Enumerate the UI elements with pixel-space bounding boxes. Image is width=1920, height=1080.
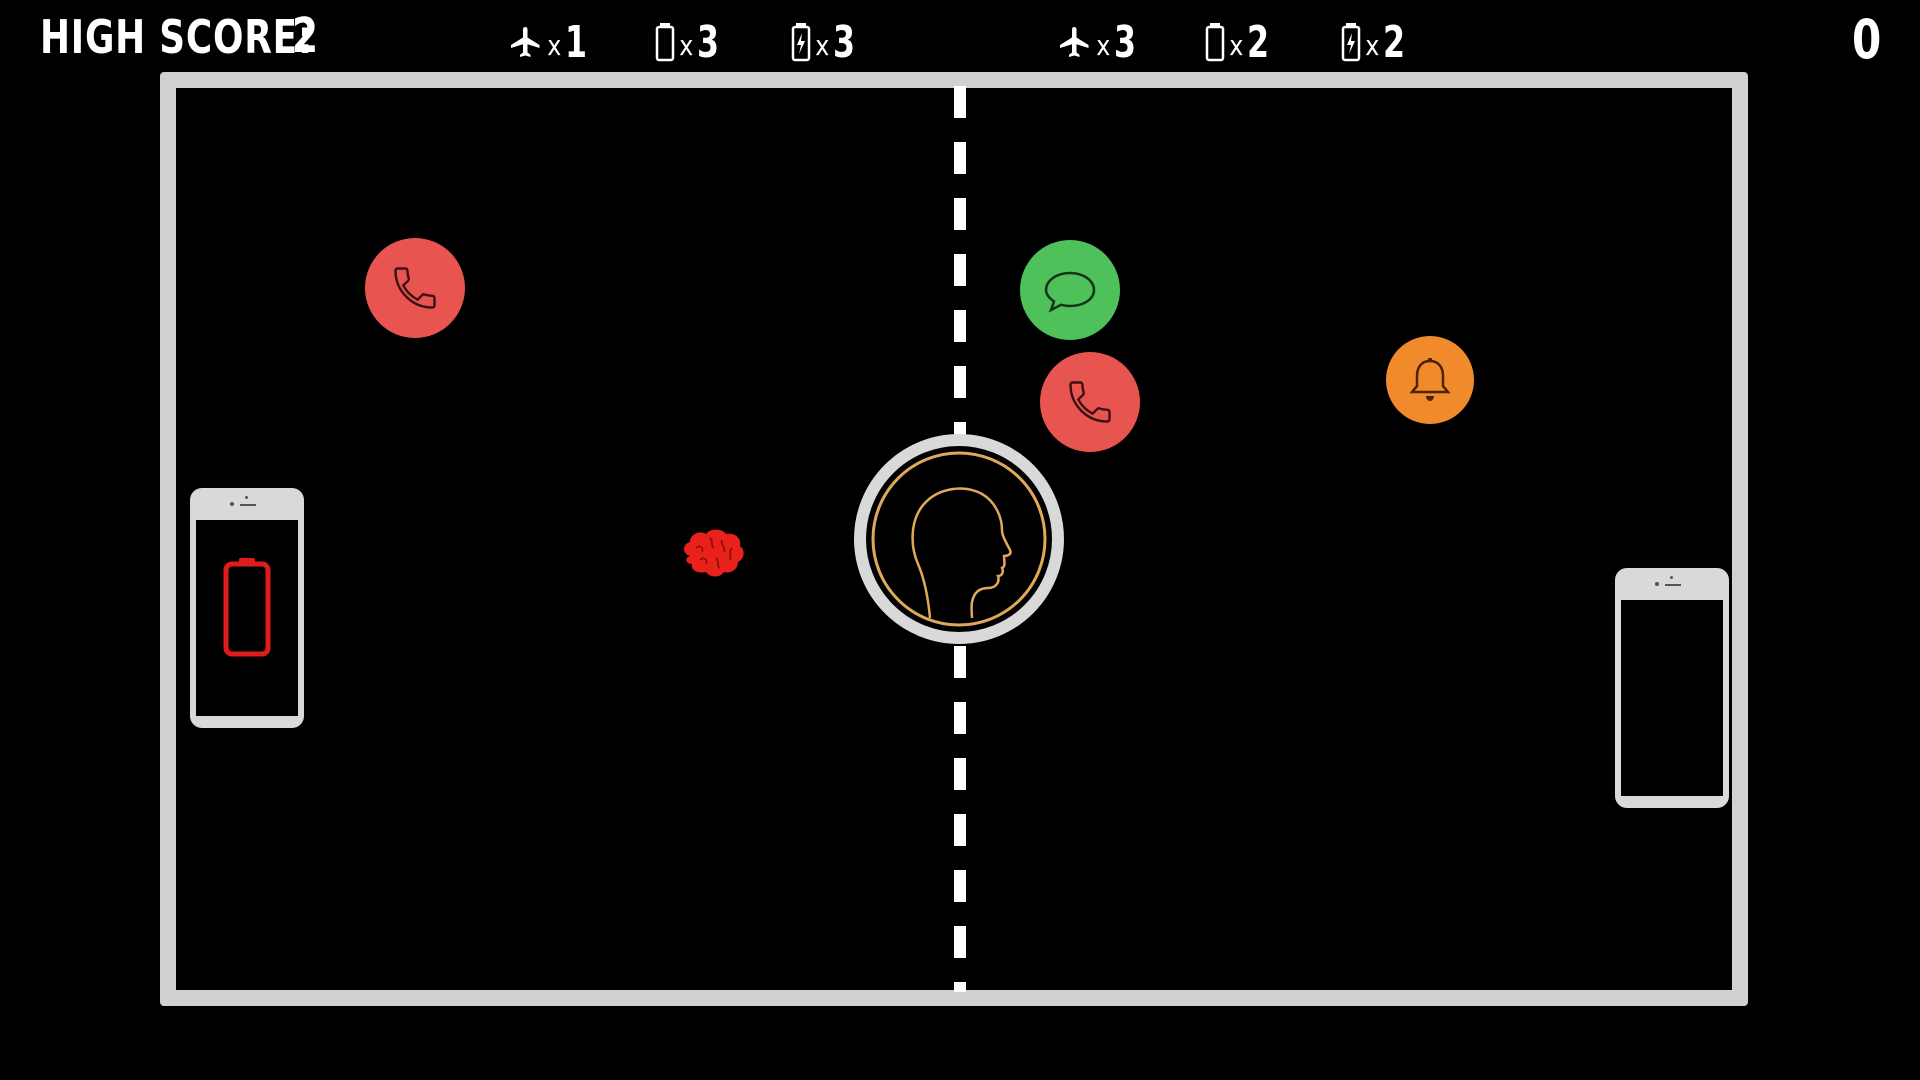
multiplier-x: x bbox=[679, 28, 694, 62]
powerup-count: 1 bbox=[564, 16, 587, 68]
low-battery-icon bbox=[223, 558, 271, 657]
phone-sensor bbox=[1670, 576, 1673, 579]
phone-screen bbox=[1621, 600, 1723, 796]
phone-call-notification bbox=[365, 238, 465, 338]
multiplier-x: x bbox=[1096, 28, 1111, 62]
brain-icon bbox=[684, 529, 744, 577]
high-score-label: HIGH SCORE: bbox=[40, 10, 314, 64]
powerup-count: 2 bbox=[1382, 16, 1405, 68]
powerup-count: 2 bbox=[1246, 16, 1269, 68]
battery-icon bbox=[1204, 21, 1226, 63]
powerup-count: 3 bbox=[1113, 16, 1136, 68]
current-score: 0 bbox=[1852, 8, 1882, 71]
phone-speaker bbox=[1665, 584, 1681, 586]
multiplier-x: x bbox=[815, 28, 830, 62]
left-phone-paddle[interactable] bbox=[190, 488, 304, 728]
right-phone-paddle[interactable] bbox=[1615, 568, 1729, 808]
powerup-count: 3 bbox=[832, 16, 855, 68]
battery-charge-icon bbox=[790, 21, 812, 63]
multiplier-x: x bbox=[547, 28, 562, 62]
battery-icon bbox=[654, 21, 676, 63]
multiplier-x: x bbox=[1365, 28, 1380, 62]
phone-camera bbox=[1655, 582, 1659, 586]
multiplier-x: x bbox=[1229, 28, 1244, 62]
phone-camera bbox=[230, 502, 234, 506]
phone-screen bbox=[196, 520, 298, 716]
phone-call-notification bbox=[1040, 352, 1140, 452]
phone-speaker bbox=[240, 504, 256, 506]
powerup-count: 3 bbox=[696, 16, 719, 68]
left-airplane-powerup: x 1 bbox=[508, 14, 595, 70]
phone-icon bbox=[394, 267, 436, 309]
right-battery-powerup: x 2 bbox=[1204, 14, 1277, 70]
phone-sensor bbox=[245, 496, 248, 499]
left-battery-powerup: x 3 bbox=[654, 14, 727, 70]
message-notification bbox=[1020, 240, 1120, 340]
court-border bbox=[160, 72, 1748, 1006]
high-score-value: 2 bbox=[292, 8, 319, 64]
right-airplane-powerup: x 3 bbox=[1057, 14, 1144, 70]
alert-notification bbox=[1386, 336, 1474, 424]
center-circle bbox=[854, 434, 1064, 644]
left-battery-charge-powerup: x 3 bbox=[790, 14, 863, 70]
airplane-icon bbox=[1057, 22, 1093, 62]
battery-charge-icon bbox=[1340, 21, 1362, 63]
head-silhouette-icon bbox=[911, 487, 1012, 619]
chat-bubble-icon bbox=[1044, 271, 1096, 313]
bell-icon bbox=[1409, 358, 1451, 401]
right-battery-charge-powerup: x 2 bbox=[1340, 14, 1413, 70]
airplane-icon bbox=[508, 22, 544, 62]
phone-icon bbox=[1069, 381, 1111, 423]
